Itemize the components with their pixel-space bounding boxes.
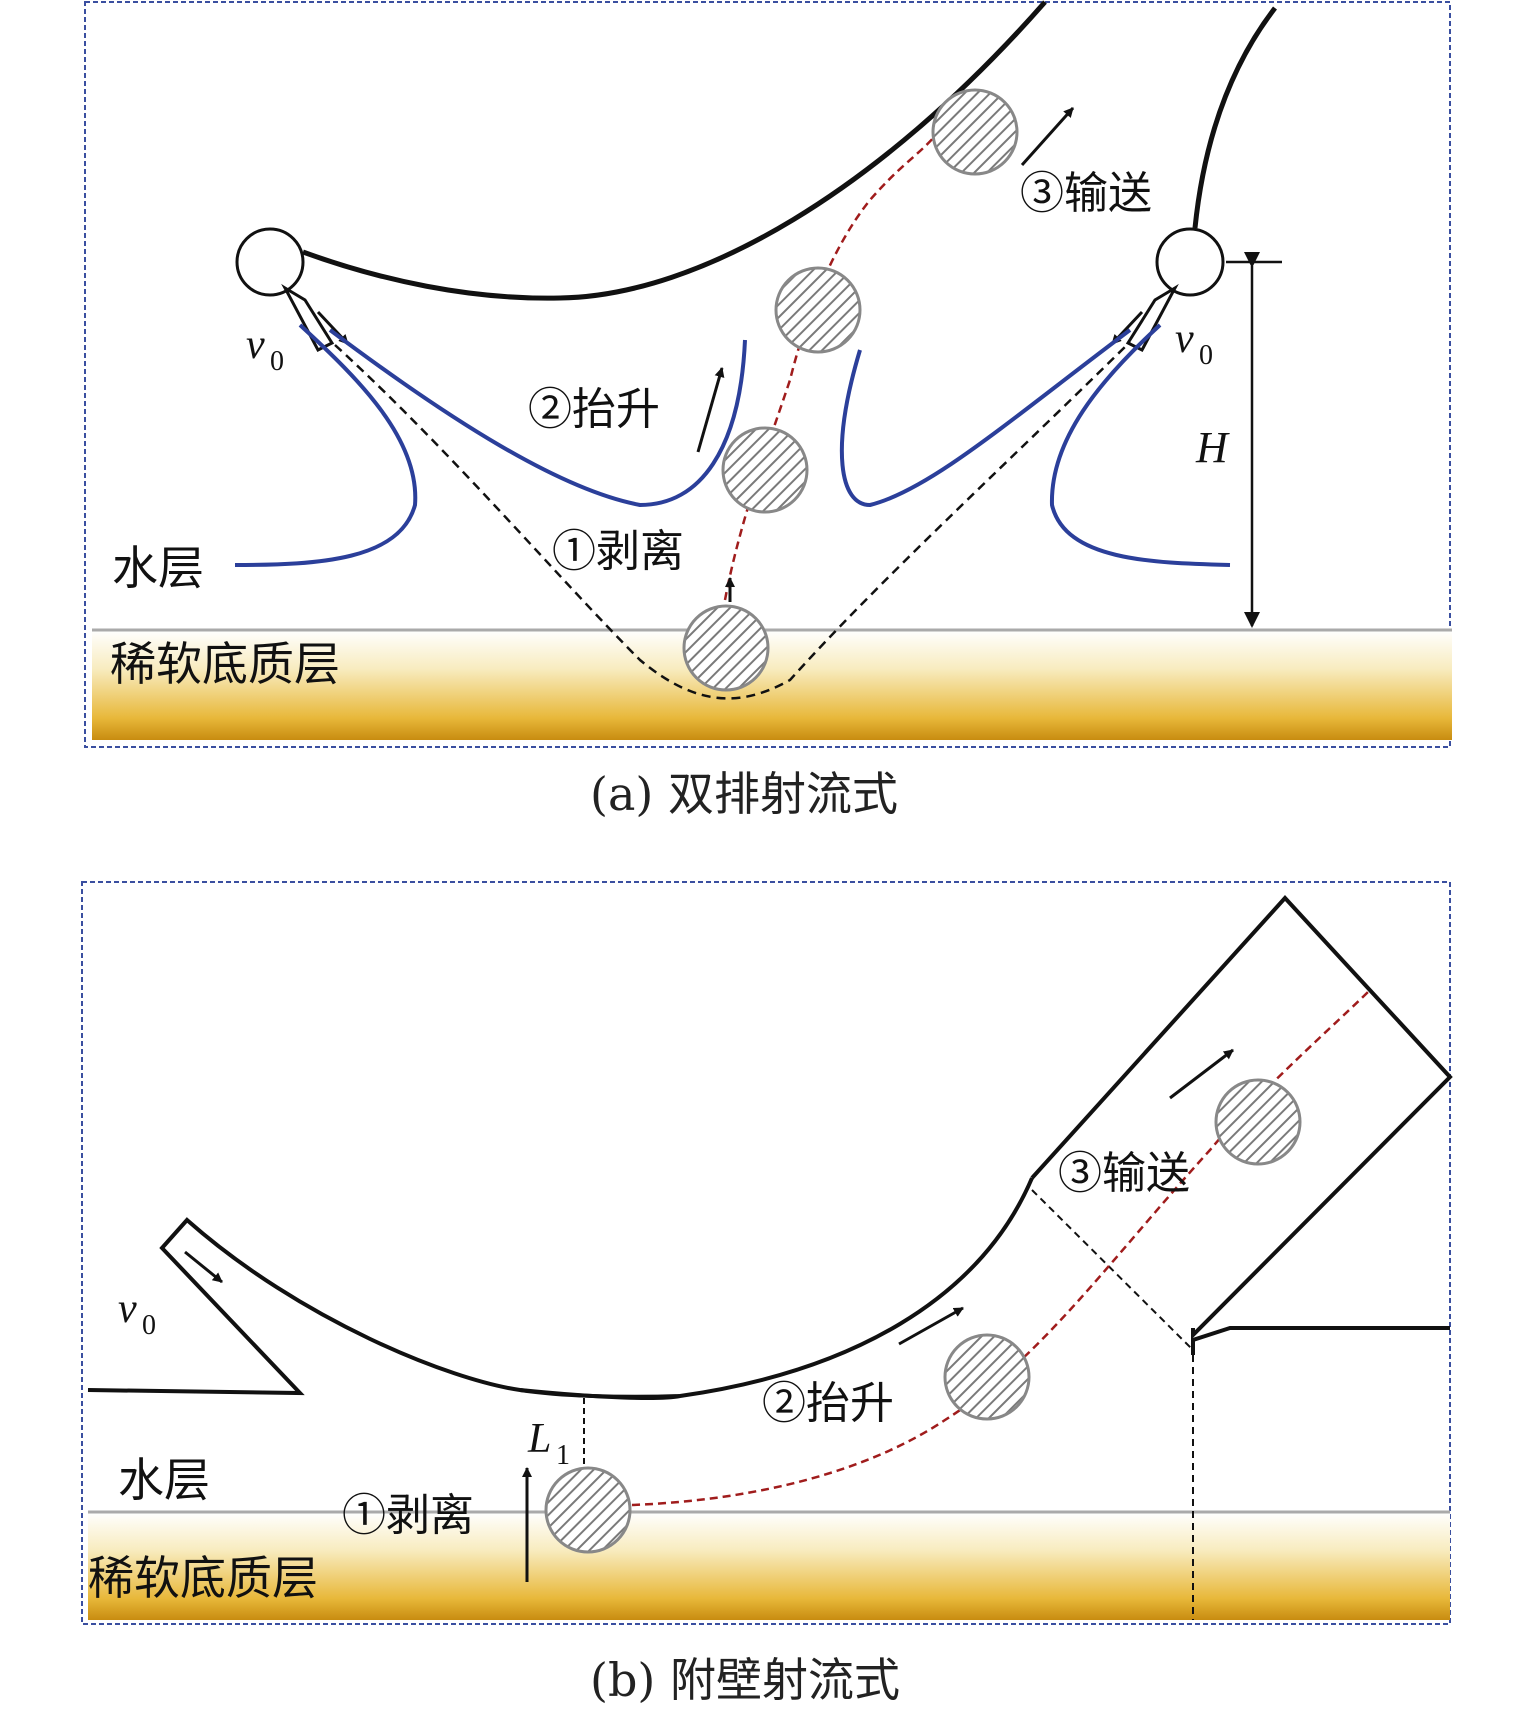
v0-left-subscript: 0: [270, 346, 284, 377]
lift-arrow-a: [696, 367, 725, 453]
particle-b1: [544, 1466, 632, 1554]
panel-b-l1: L 1: [527, 1416, 570, 1471]
panel-b-step2-label: ②抬升: [762, 1378, 894, 1429]
right-nozzle-head: [1155, 227, 1225, 297]
particle-a4: [931, 88, 1019, 176]
panel-b-caption: (b) 附壁射流式: [590, 1653, 900, 1707]
suction-curve: [519, 1177, 1034, 1399]
panel-a-step1-label: ①剥离: [552, 526, 684, 577]
pipe-joint-dashed: [1031, 1189, 1194, 1351]
panel-a-sediment-label: 稀软底质层: [110, 637, 340, 691]
panel-b-sediment-fill: [88, 1512, 1450, 1620]
particle-b2: [943, 1333, 1031, 1421]
panel-a-caption: (a) 双排射流式: [590, 767, 898, 821]
wall-nozzle: [87, 1217, 681, 1400]
blue-left-outer: [234, 323, 418, 567]
panel-a-water-label: 水层: [112, 541, 204, 595]
particle-b3: [1214, 1078, 1302, 1166]
height-symbol: H: [1195, 423, 1230, 472]
inclined-pipe-lower: [1191, 1326, 1450, 1355]
l1-subscript: 1: [556, 1440, 570, 1471]
wall-nozzle-flow-arrow: [184, 1250, 223, 1284]
panel-b: 水层 稀软底质层 ①剥离 ②抬升 ③输送 v 0 L 1 (b) 附壁射流式: [81, 881, 1453, 1707]
v0-right-subscript: 0: [1199, 340, 1213, 371]
panel-a-v0-left: v 0: [246, 322, 284, 377]
particle-a2: [721, 426, 809, 514]
inclined-pipe-upper: [1030, 895, 1453, 1340]
left-nozzle-head: [235, 227, 305, 297]
v0-right-symbol: v: [1175, 316, 1194, 362]
particle-a1: [682, 604, 770, 692]
panel-b-water-label: 水层: [118, 1453, 210, 1507]
v0-b-symbol: v: [118, 1286, 137, 1332]
transport-arrow-a: [1020, 106, 1075, 167]
particle-path-b: [631, 989, 1371, 1507]
l1-symbol: L: [527, 1416, 551, 1462]
blue-right-inner: [839, 328, 1132, 508]
panel-a-frame: [84, 1, 1451, 748]
blue-left-inner: [328, 328, 747, 508]
panel-b-frame: [81, 881, 1451, 1625]
particle-path-a: [723, 129, 941, 601]
lift-arrow-b: [898, 1306, 964, 1346]
panel-a-step2-label: ②抬升: [528, 384, 660, 435]
jet-trajectory: [334, 341, 1131, 700]
panel-b-step3-label: ③输送: [1058, 1148, 1190, 1199]
panel-a-sediment-fill: [92, 630, 1452, 740]
left-pipe-wall: [302, 0, 1047, 301]
panel-a-v0-right: v 0: [1175, 316, 1213, 371]
transport-arrow-b: [1169, 1048, 1234, 1100]
v0-left-symbol: v: [246, 322, 265, 368]
panel-a: 水层 稀软底质层 ①剥离 ②抬升 ③输送 v 0 v 0 H (a) 双排射流式: [84, 0, 1452, 821]
v0-b-subscript: 0: [142, 1310, 156, 1341]
right-pipe-wall: [1192, 6, 1277, 229]
panel-b-step1-label: ①剥离: [342, 1490, 474, 1541]
blue-right-outer: [1049, 323, 1231, 567]
panel-b-v0: v 0: [118, 1286, 156, 1341]
particle-a3: [774, 266, 862, 354]
panel-b-sediment-label: 稀软底质层: [88, 1551, 318, 1605]
panel-a-step3-label: ③输送: [1020, 168, 1152, 219]
